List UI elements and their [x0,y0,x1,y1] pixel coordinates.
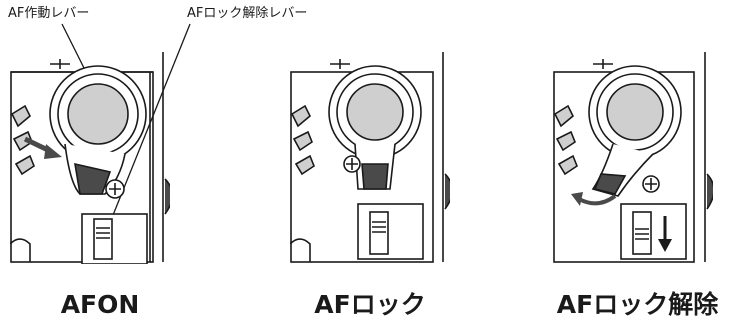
caption-af-lock-release: AFロック解除 [556,290,719,319]
af-lock-release-lever-label: AFロック解除レバー [187,6,308,21]
caption-af-lock: AFロック [314,290,426,319]
panel-af-lock [290,44,450,264]
af-lever-label: AF作動レバー [8,6,90,21]
caption-af-on: AFON [60,290,140,319]
panel-af-lock-release [553,44,713,264]
camera-mechanism-drawing [10,52,170,264]
camera-mechanism-drawing [553,52,713,263]
camera-mechanism-drawing [290,52,450,263]
panel-af-on [10,44,170,264]
